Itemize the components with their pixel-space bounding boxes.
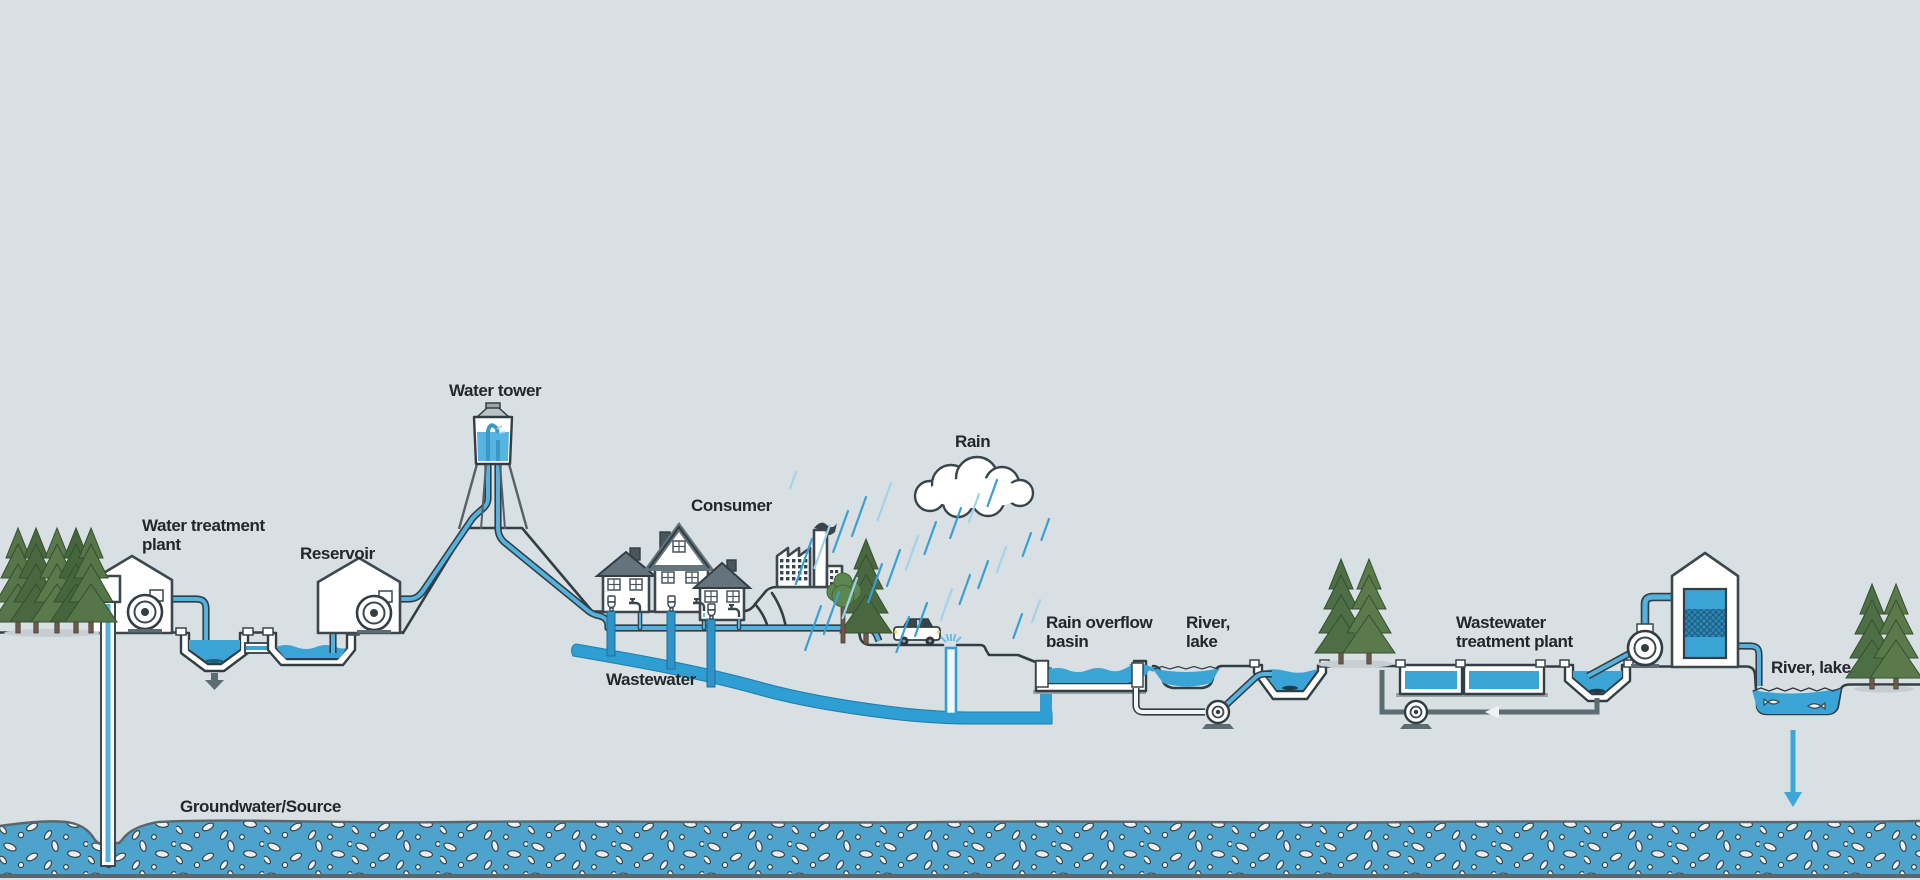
label-river-lake-mid: River,lake (1186, 613, 1230, 652)
overflow-left-wall (1035, 660, 1049, 688)
overflow-weir (1131, 662, 1144, 688)
label-water-tower: Water tower (449, 381, 542, 400)
tower-water (477, 432, 509, 461)
infiltration-arrow (1784, 730, 1802, 807)
treatment-settling-basin (175, 627, 254, 690)
sludge-return-pipes (1379, 670, 1600, 719)
label-groundwater-source: Groundwater/Source (180, 797, 341, 816)
pump-icon (126, 593, 164, 631)
trees-left (0, 527, 118, 637)
pump-icon (355, 594, 393, 632)
spout-splash (496, 425, 506, 434)
label-river-lake-right: River, lake (1771, 658, 1851, 677)
pebbles-texture (0, 820, 1920, 877)
water-tower (457, 402, 529, 530)
consumer-houses (594, 521, 753, 688)
rain-streaks (789, 470, 1051, 654)
well-riser-pipe (105, 604, 111, 862)
river-lake-mid-water (1152, 665, 1220, 687)
filter-media (1684, 609, 1726, 637)
terrain (0, 526, 1920, 716)
street-drain-pipe (944, 646, 958, 716)
wwtp-aeration-basins (1395, 659, 1548, 697)
trees-right (1845, 583, 1920, 693)
label-rain: Rain (955, 432, 991, 451)
label-wastewater: Wastewater (606, 670, 696, 689)
label-consumer: Consumer (691, 496, 772, 515)
primary-settling-basin (1249, 659, 1330, 701)
sludge-down-arrow (205, 673, 224, 690)
gutter-splash (940, 633, 962, 643)
pump-icon (1626, 629, 1664, 667)
label-reservoir: Reservoir (300, 544, 375, 563)
factory (775, 522, 844, 589)
trees-mid (1314, 558, 1396, 668)
wwtp-filter-building (1670, 551, 1740, 669)
rain-overflow-basin (1033, 659, 1155, 694)
house-3 (691, 559, 753, 622)
house-1 (594, 547, 658, 614)
reservoir-building (316, 556, 402, 635)
wwtp-clarifier-basin (1559, 659, 1634, 703)
overflow-to-pump-pipe (1132, 688, 1205, 716)
pump-icon (1398, 699, 1434, 731)
fish-icon (1763, 697, 1826, 711)
rain-cloud (913, 455, 1035, 519)
groundwater-band (0, 819, 1920, 878)
river-lake-right-water (1752, 687, 1842, 714)
flow-arrow-left (1485, 705, 1499, 719)
